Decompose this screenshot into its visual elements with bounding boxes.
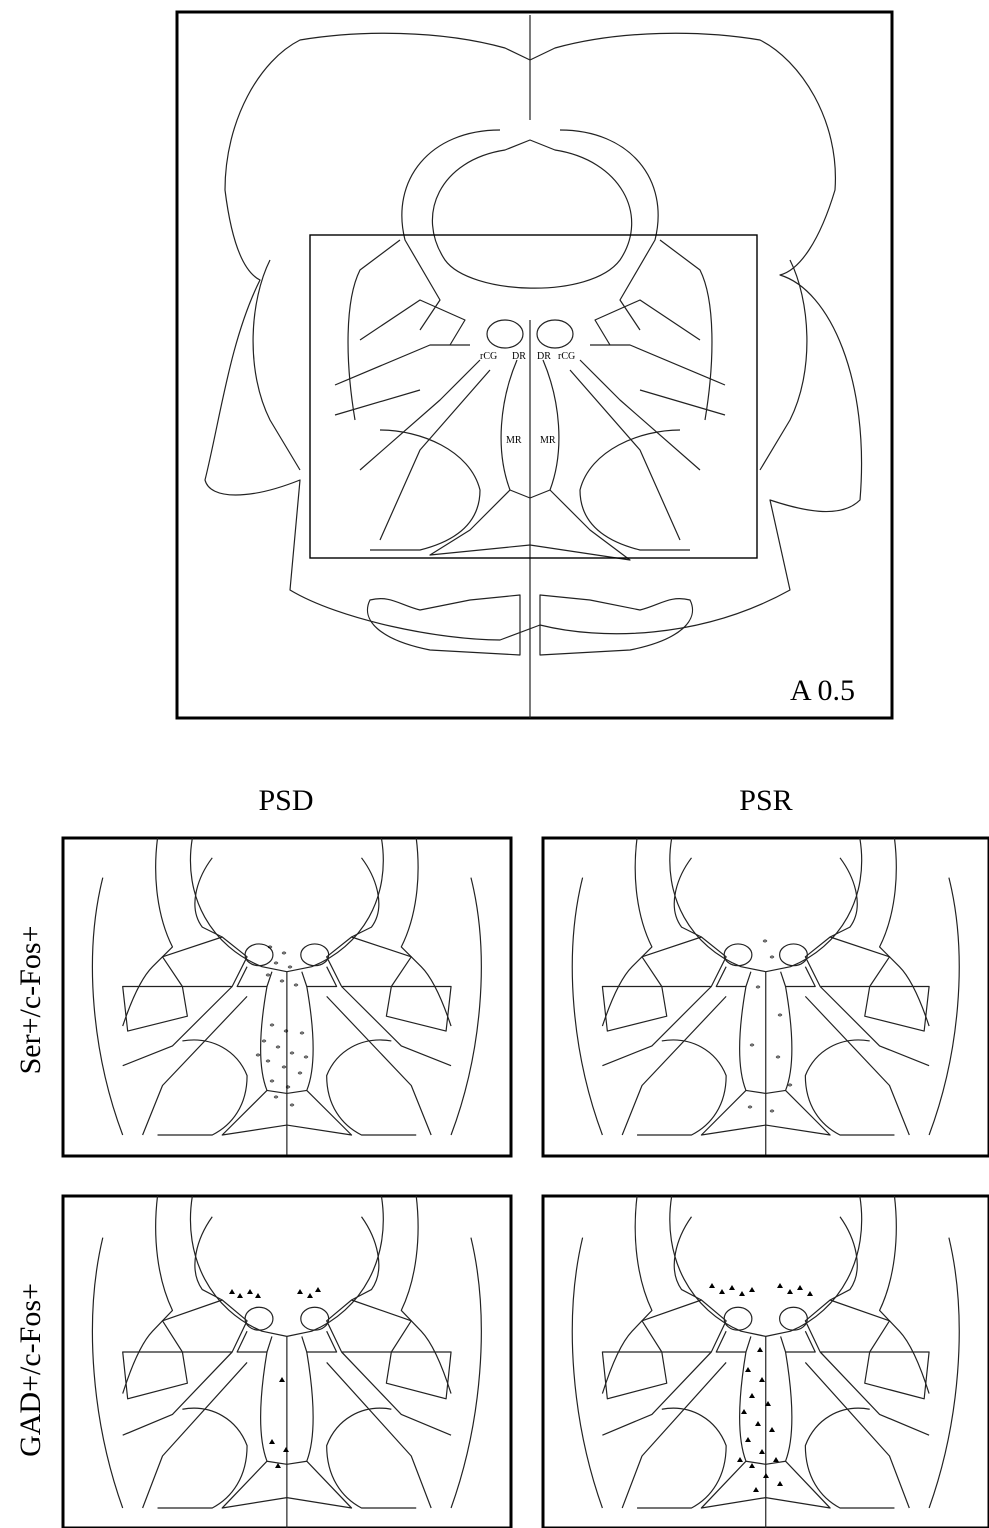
- asterisk-marker: *: [287, 963, 293, 975]
- asterisk-marker: *: [273, 959, 279, 971]
- row-label-gad: GAD+/c-Fos+: [14, 1283, 47, 1457]
- label-mr-left: MR: [506, 435, 522, 446]
- triangle-marker: [739, 1291, 745, 1296]
- section-label: A 0.5: [790, 674, 855, 707]
- triangle-marker: [729, 1285, 735, 1290]
- asterisk-marker: *: [261, 1037, 267, 1049]
- asterisk-marker: *: [762, 937, 768, 949]
- label-mr-right: MR: [540, 435, 556, 446]
- row-label-ser: Ser+/c-Fos+: [14, 926, 47, 1075]
- triangle-marker: [279, 1377, 285, 1382]
- triangle-marker: [807, 1291, 813, 1296]
- triangle-marker: [745, 1367, 751, 1372]
- triangle-marker: [777, 1283, 783, 1288]
- asterisk-marker: *: [775, 1053, 781, 1065]
- triangle-marker: [283, 1447, 289, 1452]
- triangle-marker: [749, 1287, 755, 1292]
- triangle-marker: [773, 1457, 779, 1462]
- panel-psd-gad: [63, 1196, 511, 1528]
- label-rcg-right: rCG: [558, 351, 575, 362]
- asterisk-marker: *: [747, 1103, 753, 1115]
- triangle-marker: [737, 1457, 743, 1462]
- triangle-marker: [749, 1393, 755, 1398]
- triangle-marker: [753, 1487, 759, 1492]
- triangle-marker: [763, 1473, 769, 1478]
- triangle-marker: [247, 1289, 253, 1294]
- triangle-marker: [759, 1449, 765, 1454]
- panel-psd-ser: **********************: [63, 838, 511, 1156]
- triangle-marker: [769, 1427, 775, 1432]
- panel-psr-ser: *********: [543, 838, 989, 1156]
- label-dr-right: DR: [537, 351, 551, 362]
- asterisk-marker: *: [279, 977, 285, 989]
- triangle-marker: [741, 1409, 747, 1414]
- triangle-marker: [307, 1293, 313, 1298]
- triangle-marker: [757, 1347, 763, 1352]
- column-header-psd: PSD: [258, 784, 313, 817]
- asterisk-marker: *: [273, 1093, 279, 1105]
- asterisk-marker: *: [303, 1053, 309, 1065]
- asterisk-marker: *: [755, 983, 761, 995]
- asterisk-marker: *: [265, 1057, 271, 1069]
- triangle-marker: [315, 1287, 321, 1292]
- triangle-marker: [229, 1289, 235, 1294]
- panel-psr-gad: [543, 1196, 989, 1528]
- triangle-marker: [777, 1481, 783, 1486]
- brain-outline: [205, 33, 862, 640]
- asterisk-marker: *: [299, 1029, 305, 1041]
- asterisk-marker: *: [289, 1049, 295, 1061]
- triangle-marker: [709, 1283, 715, 1288]
- triangle-marker: [755, 1421, 761, 1426]
- triangle-marker: [759, 1377, 765, 1382]
- asterisk-marker: *: [275, 1043, 281, 1055]
- asterisk-marker: *: [267, 943, 273, 955]
- top-panel: rCG DR DR rCG MR MR A 0.5: [177, 12, 892, 718]
- top-panel-frame: [177, 12, 892, 718]
- asterisk-marker: *: [255, 1051, 261, 1063]
- triangle-marker: [297, 1289, 303, 1294]
- asterisk-marker: *: [283, 1027, 289, 1039]
- asterisk-marker: *: [285, 1083, 291, 1095]
- asterisk-marker: *: [297, 1069, 303, 1081]
- asterisk-marker: *: [749, 1041, 755, 1053]
- triangle-marker: [745, 1437, 751, 1442]
- triangle-marker: [797, 1285, 803, 1290]
- triangle-marker: [237, 1293, 243, 1298]
- triangle-marker: [719, 1289, 725, 1294]
- triangle-marker: [787, 1289, 793, 1294]
- asterisk-marker: *: [269, 1021, 275, 1033]
- triangle-marker: [255, 1293, 261, 1298]
- asterisk-marker: *: [777, 1011, 783, 1023]
- asterisk-marker: *: [289, 1101, 295, 1113]
- label-dr-left: DR: [512, 351, 526, 362]
- asterisk-marker: *: [281, 949, 287, 961]
- markers-gad-psd: [229, 1287, 321, 1468]
- asterisk-marker: *: [269, 1077, 275, 1089]
- asterisk-marker: *: [281, 1063, 287, 1075]
- triangle-marker: [749, 1463, 755, 1468]
- asterisk-marker: *: [769, 953, 775, 965]
- asterisk-marker: *: [293, 981, 299, 993]
- label-rcg-left: rCG: [480, 351, 497, 362]
- asterisk-marker: *: [769, 1107, 775, 1119]
- inset-rect: [310, 235, 757, 558]
- asterisk-marker: *: [265, 971, 271, 983]
- asterisk-marker: *: [787, 1081, 793, 1093]
- triangle-marker: [269, 1439, 275, 1444]
- column-header-psr: PSR: [739, 784, 792, 817]
